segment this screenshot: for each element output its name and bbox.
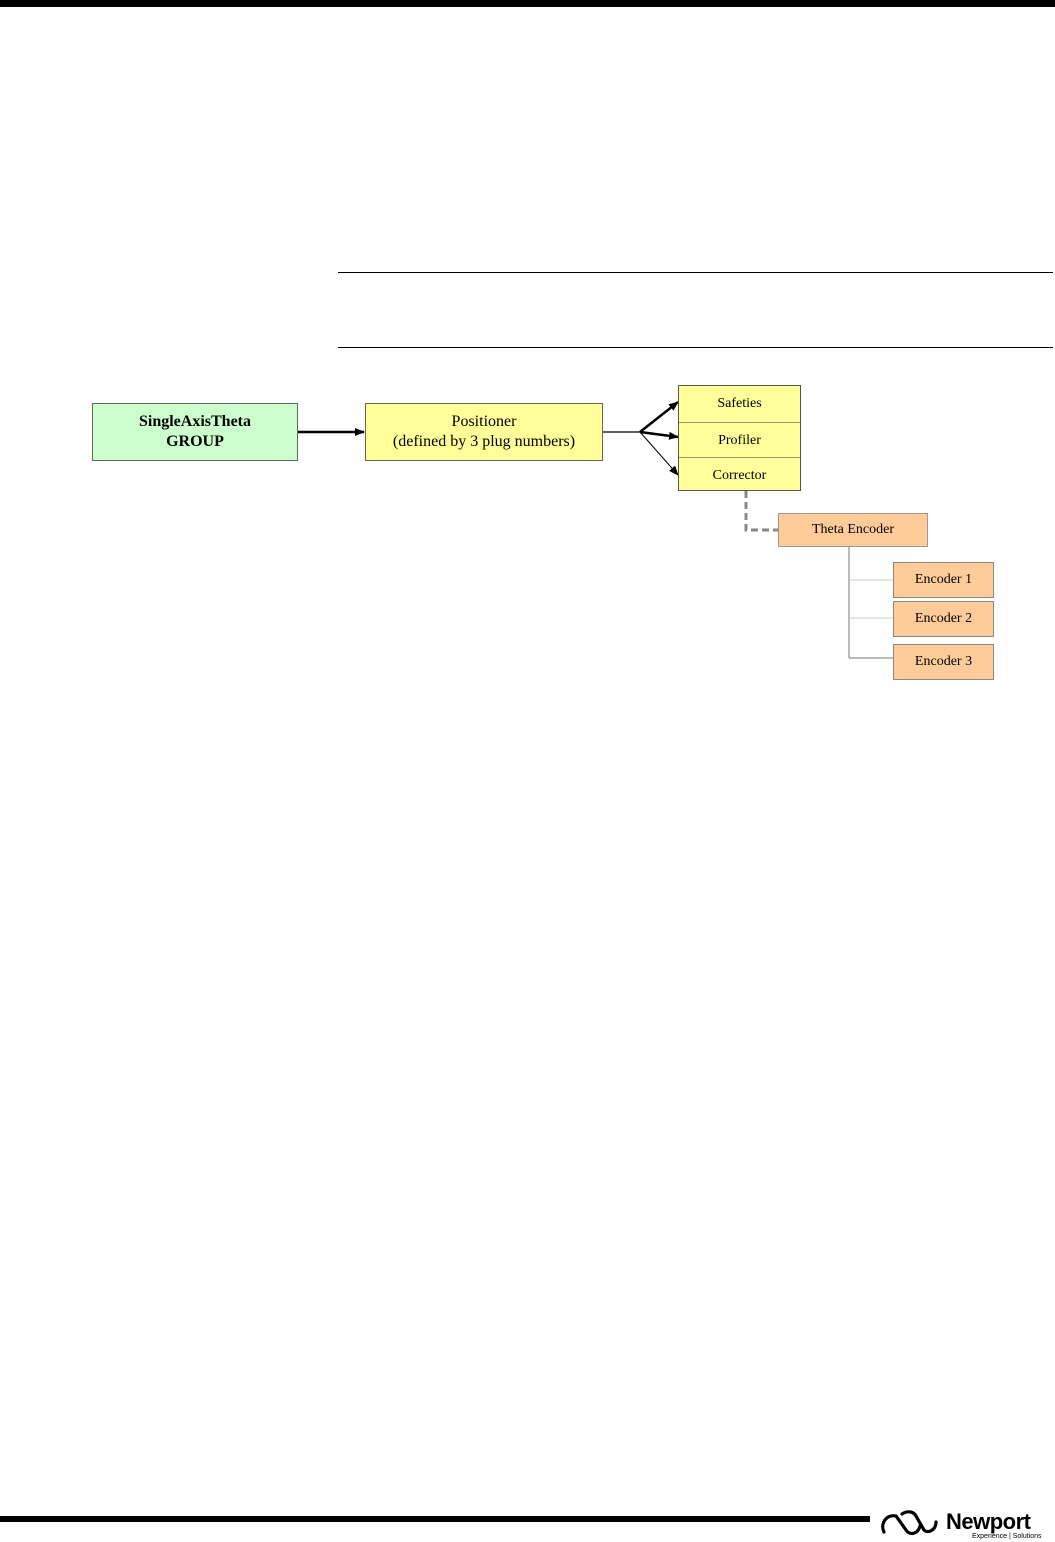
positioner-box: Positioner (defined by 3 plug numbers) [365,403,603,461]
footer-bar [0,1516,870,1522]
encoder-1-box: Encoder 1 [893,562,994,598]
corrector-cell: Corrector [679,457,800,493]
group-box: SingleAxisTheta GROUP [92,403,298,461]
brand-tagline: Experience | Solutions [972,1533,1042,1540]
arrow-to-safeties [639,401,679,433]
theta-encoder-box: Theta Encoder [778,513,928,547]
arrow-to-corrector [639,431,679,476]
encoder-3-box: Encoder 3 [893,644,994,680]
positioner-subtitle: (defined by 3 plug numbers) [392,433,576,450]
positioner-title: Positioner [451,413,517,430]
brand-name: Newport [946,1509,1031,1534]
section-rule-top [338,272,1053,273]
safeties-cell: Safeties [717,396,762,411]
profiler-cell: Profiler [679,422,800,458]
newport-logo: Newport Experience | Solutions [880,1508,1050,1540]
positioner-components: Safeties Profiler Corrector [678,385,801,491]
corrector-to-theta-encoder-dashed [744,491,778,532]
group-name: SingleAxisTheta [138,413,251,430]
newport-mark-icon [881,1510,938,1536]
header-bar [0,0,1055,7]
group-label: GROUP [166,433,224,450]
section-rule-bottom [338,347,1053,348]
arrow-to-profiler [639,430,679,440]
encoder-2-box: Encoder 2 [893,601,994,637]
